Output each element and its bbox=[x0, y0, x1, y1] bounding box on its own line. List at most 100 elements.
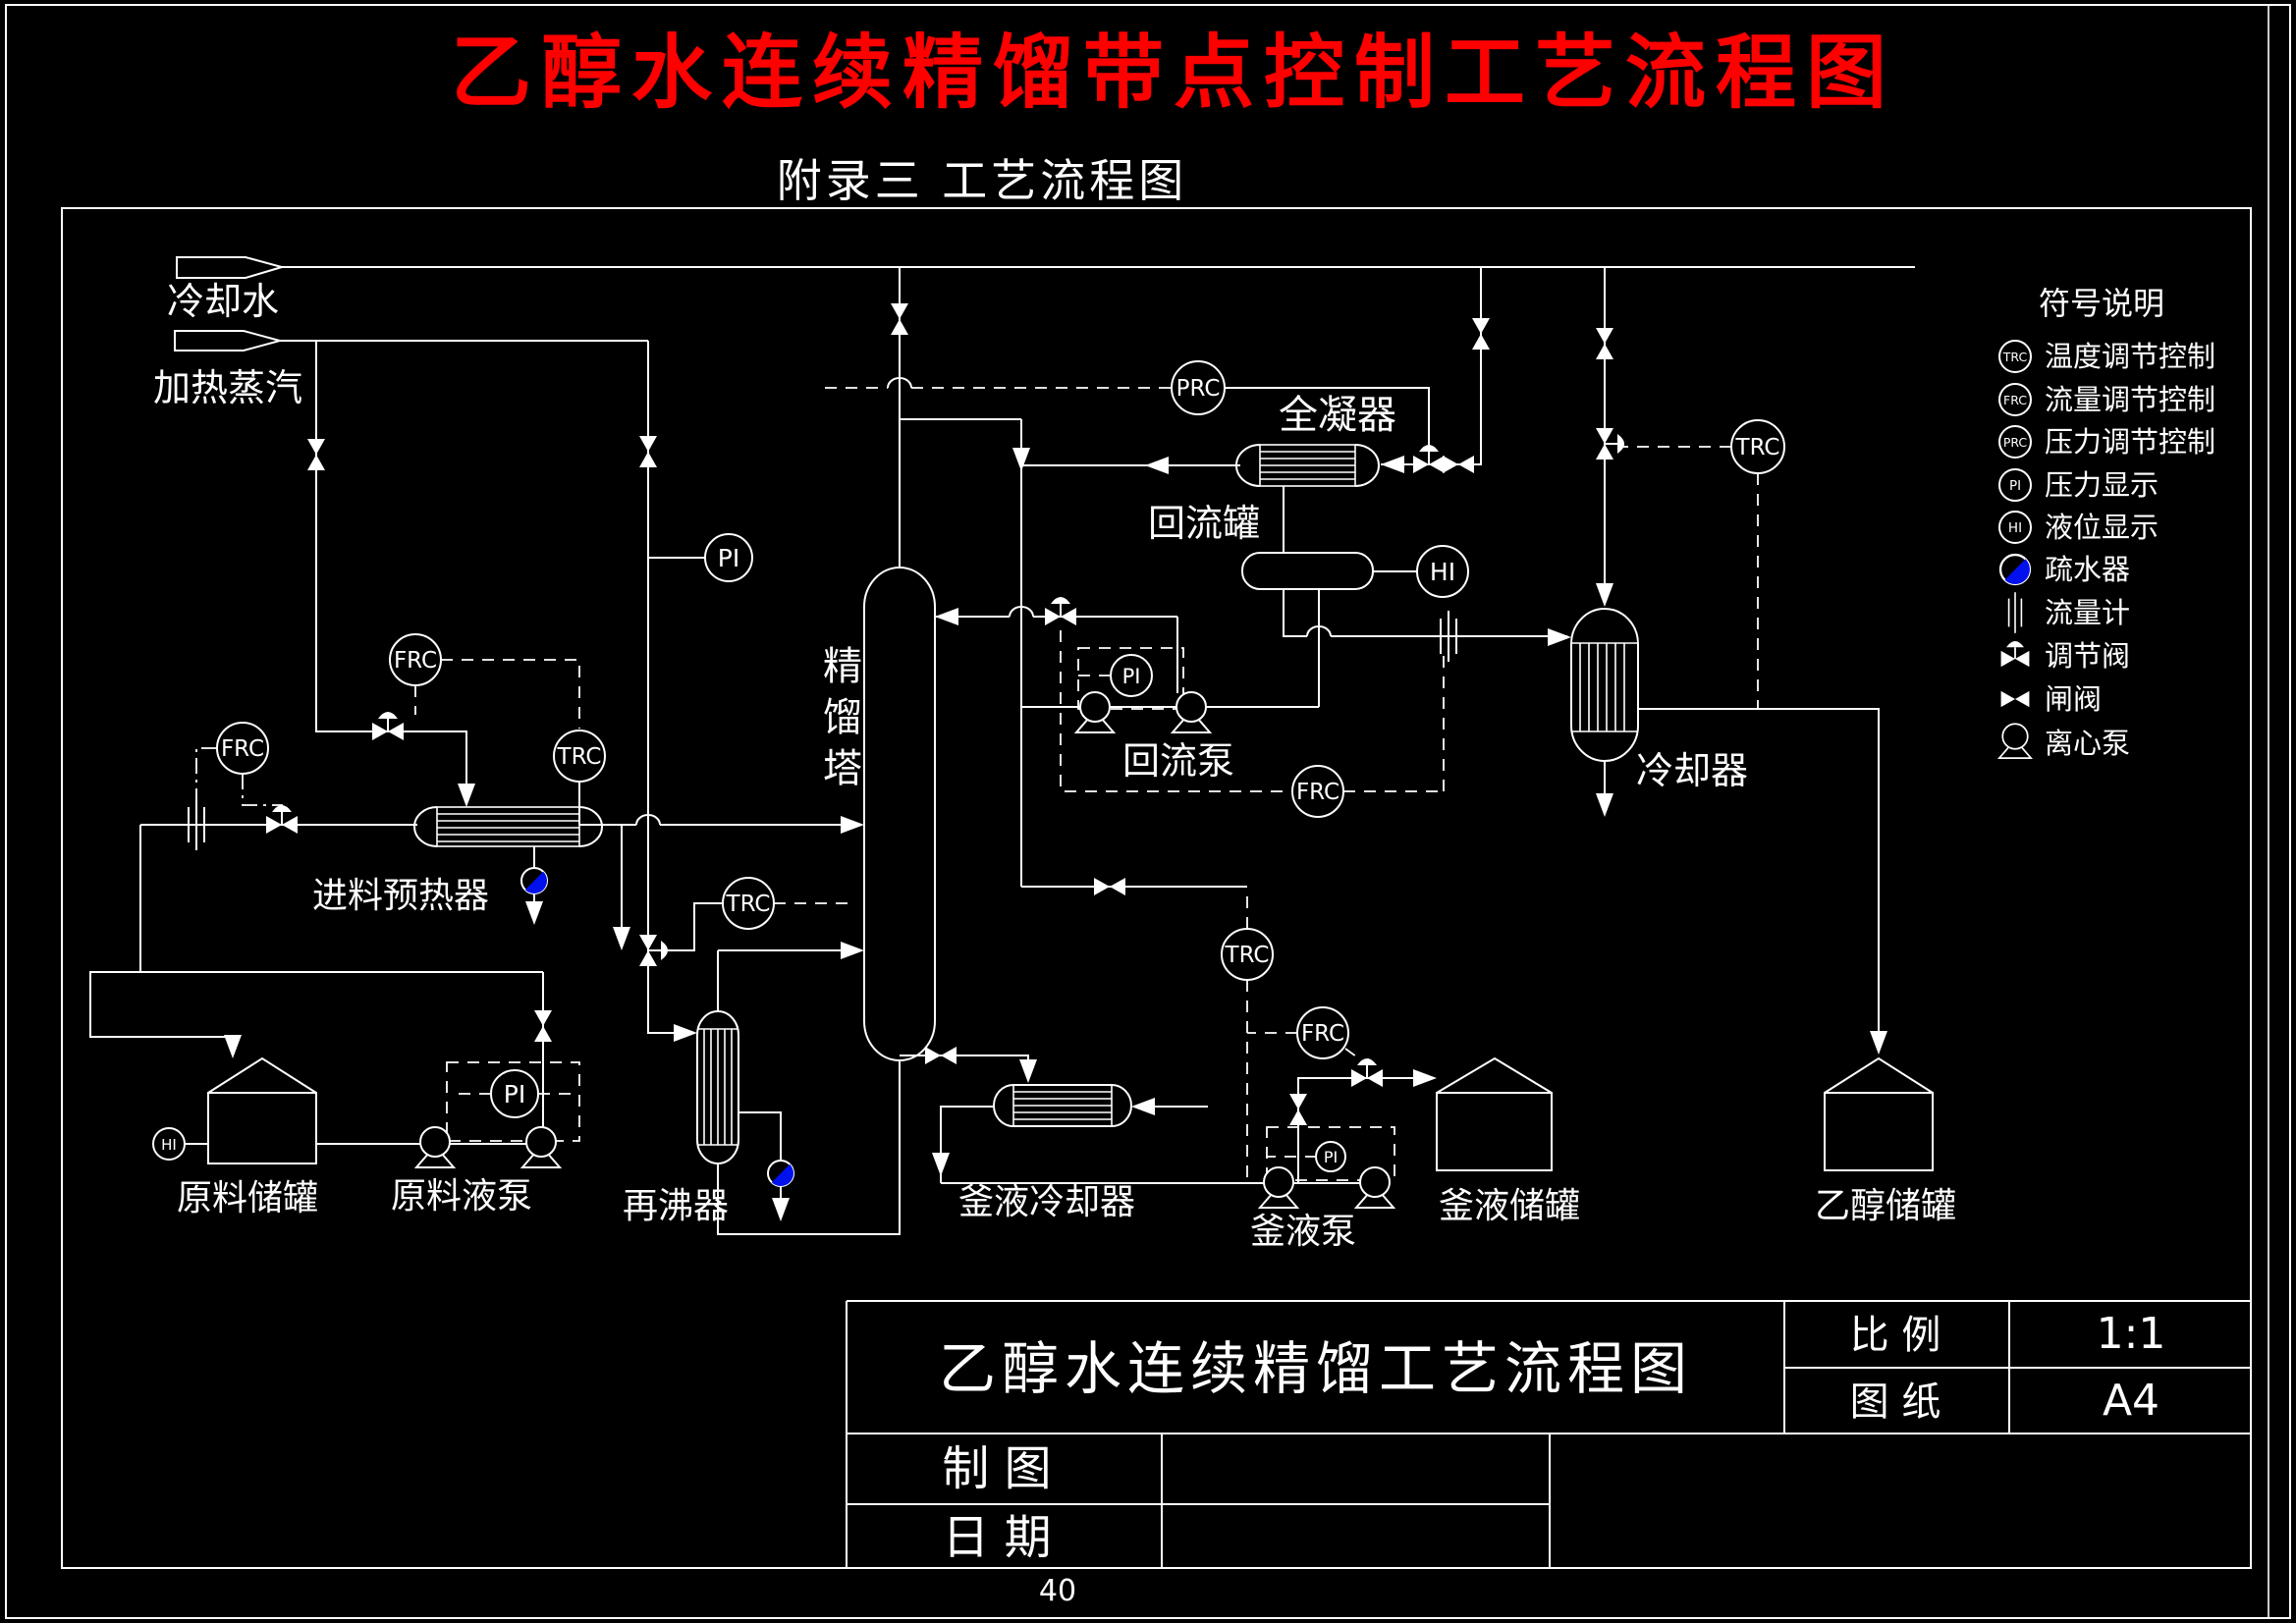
svg-text:PI: PI bbox=[504, 1080, 525, 1109]
drafter-label: 制 图 bbox=[942, 1441, 1051, 1496]
svg-text:流量计: 流量计 bbox=[2045, 596, 2130, 629]
feed-preheater bbox=[413, 806, 603, 847]
legend-item-trc: TRC 温度调节控制 bbox=[1998, 340, 2215, 373]
instrument-pi-feed-pump: PI bbox=[490, 1069, 539, 1118]
svg-text:精: 精 bbox=[823, 644, 862, 689]
reflux-drum bbox=[1241, 552, 1374, 590]
page-border bbox=[5, 4, 2291, 1619]
svg-text:HI: HI bbox=[2008, 520, 2022, 536]
control-valves bbox=[265, 427, 1625, 1088]
instrument-hi-feed-tank: HI bbox=[152, 1127, 186, 1161]
page-number: 40 bbox=[1039, 1574, 1076, 1608]
column-label: 精 馏 塔 bbox=[823, 644, 862, 791]
legend-item-hi: HI 液位显示 bbox=[1998, 511, 2159, 544]
bottoms-cooler-label: 釜液冷却器 bbox=[958, 1182, 1135, 1222]
instrument-pi-steam: PI bbox=[704, 533, 753, 582]
svg-text:FRC: FRC bbox=[1301, 1021, 1344, 1047]
page-subtitle: 附录三 工艺流程图 bbox=[777, 154, 1188, 207]
legend-item-control-valve: 调节阀 bbox=[1999, 639, 2130, 673]
instrument-trc-column: TRC bbox=[722, 877, 775, 930]
gate-valves bbox=[307, 303, 1613, 1125]
cooling-water-inlet-flag bbox=[176, 256, 286, 279]
svg-text:馏: 馏 bbox=[823, 695, 862, 740]
scale-value: 1:1 bbox=[2097, 1309, 2166, 1359]
product-cooler bbox=[1570, 608, 1639, 762]
condenser bbox=[1235, 444, 1380, 487]
reboiler bbox=[696, 1010, 739, 1164]
instrument-pi-bottoms-pump: PI bbox=[1315, 1141, 1346, 1172]
svg-text:FRC: FRC bbox=[2003, 393, 2027, 407]
date-label: 日 期 bbox=[942, 1510, 1051, 1565]
svg-text:塔: 塔 bbox=[823, 746, 862, 791]
product-cooler-label: 冷却器 bbox=[1636, 749, 1748, 792]
bottoms-pump-symbol bbox=[1259, 1166, 1394, 1209]
instrument-frc-steam: FRC bbox=[389, 633, 442, 686]
legend: 符号说明 TRC 温度调节控制 FRC 流量调节控制 PRC 压力调节控制 PI… bbox=[1997, 285, 2215, 760]
condenser-label: 全凝器 bbox=[1279, 393, 1396, 438]
ethanol-storage-tank bbox=[1824, 1056, 1934, 1171]
feed-pump-label: 原料液泵 bbox=[391, 1176, 532, 1217]
svg-text:TRC: TRC bbox=[1735, 435, 1780, 460]
instrument-frc-feed: FRC bbox=[216, 722, 269, 775]
svg-text:FRC: FRC bbox=[1296, 780, 1339, 805]
svg-text:流量调节控制: 流量调节控制 bbox=[2045, 383, 2215, 416]
instrument-frc-bottoms: FRC bbox=[1296, 1006, 1349, 1059]
bottoms-cooler bbox=[993, 1084, 1132, 1127]
instrument-trc-feed: TRC bbox=[553, 730, 606, 783]
legend-item-flowmeter: 流量计 bbox=[2007, 591, 2130, 634]
heating-steam-label: 加热蒸汽 bbox=[153, 366, 302, 409]
svg-text:TRC: TRC bbox=[1225, 943, 1270, 968]
equipment-labels: 冷却水 加热蒸汽 进料预热器 原料储罐 原料液泵 再沸器 精 馏 塔 全凝器 回… bbox=[153, 280, 1956, 1252]
distillation-column bbox=[863, 567, 936, 1061]
bottoms-pump-label: 釜液泵 bbox=[1250, 1212, 1356, 1252]
instrument-trc-bottoms: TRC bbox=[1221, 928, 1274, 981]
scale-label: 比 例 bbox=[1850, 1313, 1941, 1358]
svg-text:压力调节控制: 压力调节控制 bbox=[2045, 425, 2215, 459]
reflux-pump-label: 回流泵 bbox=[1122, 739, 1234, 783]
svg-text:离心泵: 离心泵 bbox=[2045, 727, 2130, 760]
feed-preheater-label: 进料预热器 bbox=[312, 876, 489, 916]
feed-pump-symbol bbox=[415, 1126, 561, 1168]
svg-text:HI: HI bbox=[161, 1136, 177, 1154]
svg-text:PRC: PRC bbox=[1176, 376, 1221, 402]
reflux-pump-symbol bbox=[1075, 691, 1211, 733]
svg-text:液位显示: 液位显示 bbox=[2045, 511, 2159, 544]
svg-text:FRC: FRC bbox=[221, 736, 264, 762]
instrument-trc-cooler: TRC bbox=[1730, 419, 1785, 474]
ethanol-tank-label: 乙醇储罐 bbox=[1815, 1186, 1956, 1226]
svg-text:TRC: TRC bbox=[726, 892, 771, 917]
svg-text:疏水器: 疏水器 bbox=[2045, 553, 2130, 586]
svg-text:TRC: TRC bbox=[2002, 350, 2028, 364]
legend-item-frc: FRC 流量调节控制 bbox=[1998, 383, 2215, 416]
legend-item-trap: 疏水器 bbox=[1998, 553, 2130, 586]
svg-text:PI: PI bbox=[1122, 665, 1141, 688]
svg-text:温度调节控制: 温度调节控制 bbox=[2045, 340, 2215, 373]
piping-solid bbox=[89, 266, 1915, 1235]
svg-text:调节阀: 调节阀 bbox=[2045, 639, 2130, 673]
sheet-label: 图 纸 bbox=[1850, 1380, 1941, 1425]
instrument-prc-overhead: PRC bbox=[1171, 360, 1226, 415]
svg-text:闸阀: 闸阀 bbox=[2045, 682, 2102, 716]
svg-text:压力显示: 压力显示 bbox=[2045, 468, 2159, 502]
feed-storage-tank bbox=[207, 1056, 317, 1164]
page-title: 乙醇水连续精馏带点控制工艺流程图 bbox=[451, 27, 1896, 120]
signal-lines bbox=[195, 377, 1759, 1183]
reflux-drum-label: 回流罐 bbox=[1148, 502, 1260, 545]
reboiler-label: 再沸器 bbox=[623, 1186, 729, 1226]
svg-text:FRC: FRC bbox=[394, 648, 437, 674]
feed-tank-label: 原料储罐 bbox=[177, 1178, 318, 1218]
cooling-water-label: 冷却水 bbox=[167, 280, 279, 323]
instrument-frc-reflux: FRC bbox=[1291, 765, 1344, 818]
sheet-value: A4 bbox=[2103, 1376, 2159, 1426]
drawing-title: 乙醇水连续精馏工艺流程图 bbox=[939, 1335, 1693, 1402]
bottoms-storage-tank bbox=[1436, 1056, 1553, 1171]
instrument-hi-drum: HI bbox=[1416, 545, 1469, 598]
svg-text:HI: HI bbox=[1430, 558, 1455, 586]
svg-text:PI: PI bbox=[718, 544, 739, 572]
legend-item-pump: 离心泵 bbox=[1997, 723, 2130, 760]
svg-text:PI: PI bbox=[2009, 478, 2021, 494]
svg-text:PRC: PRC bbox=[2003, 435, 2028, 450]
svg-text:PI: PI bbox=[1324, 1148, 1338, 1166]
